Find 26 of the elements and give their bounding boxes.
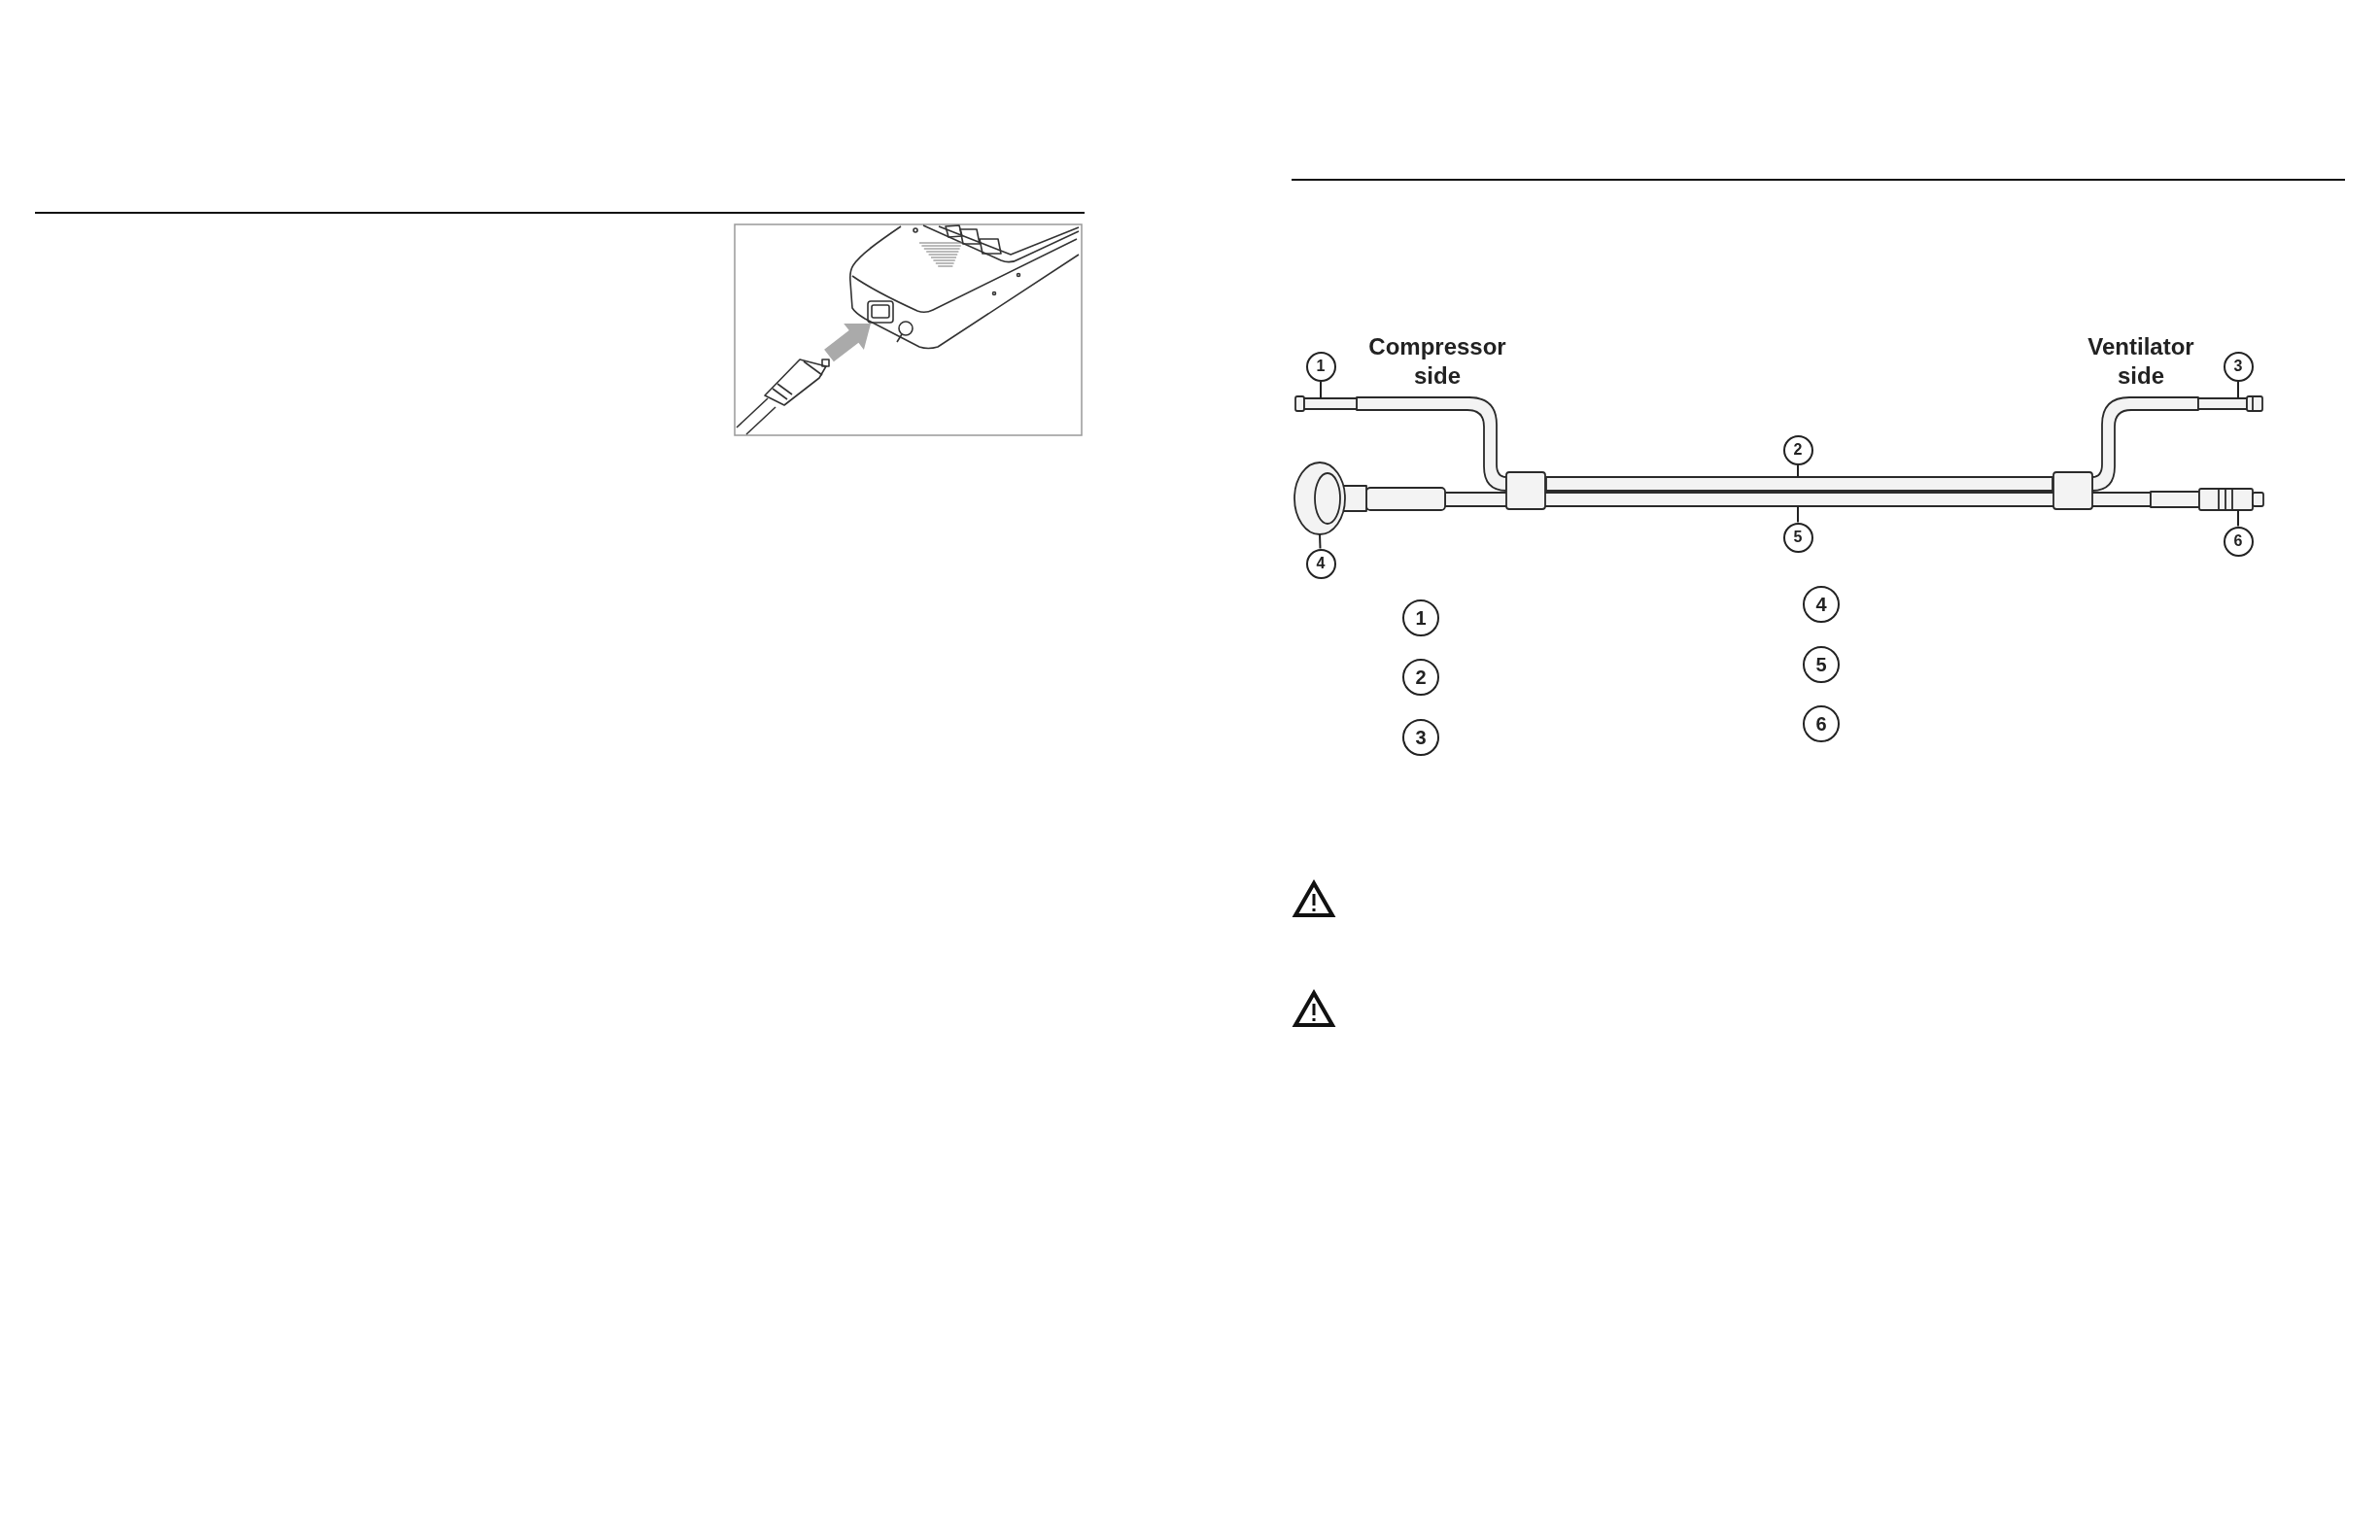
callout-number: 2	[1402, 659, 1439, 696]
upper-tube	[1545, 476, 2053, 492]
callout-number: 6	[1803, 705, 1840, 742]
callout-number: 3	[2223, 351, 2254, 382]
end-cap-connector	[1293, 462, 1446, 535]
tube-connector	[2150, 488, 2264, 511]
leader-line	[2237, 509, 2239, 528]
callout-number: 6	[2223, 526, 2254, 557]
callout-number: 2	[1782, 434, 1813, 465]
callout-number: 1	[1305, 351, 1336, 382]
callout-number: 3	[1402, 719, 1439, 756]
leader-line	[1319, 533, 1322, 550]
leader-line	[2237, 380, 2239, 399]
lower-tube	[1444, 492, 2152, 507]
side-tube	[1294, 395, 1507, 492]
callout-number: 5	[1782, 522, 1813, 553]
callout-number: 5	[1803, 646, 1840, 683]
side-label: Ventilator side	[2087, 332, 2195, 391]
side-tube	[2091, 395, 2263, 492]
callout-number: 4	[1803, 586, 1840, 623]
leader-line	[1797, 463, 1799, 478]
leader-line	[1797, 505, 1799, 524]
side-label: Compressor side	[1367, 332, 1507, 391]
leader-line	[1320, 380, 1322, 399]
callout-number: 4	[1305, 548, 1336, 579]
callout-number: 1	[1402, 599, 1439, 636]
